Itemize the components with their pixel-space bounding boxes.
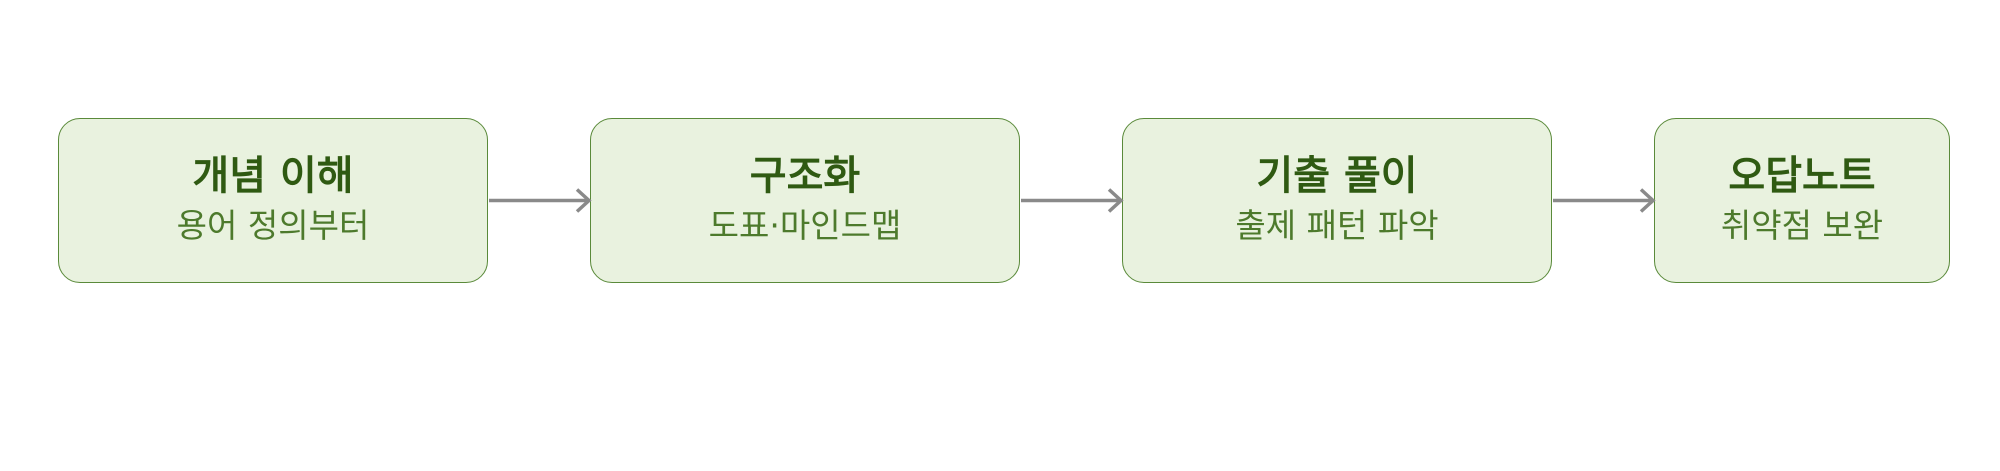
step-box-past-exams: 기출 풀이 출제 패턴 파악 [1122,118,1552,283]
arrow-head-icon [1107,188,1124,213]
arrow-step2-to-step3 [1021,188,1124,213]
step-subtitle: 취약점 보완 [1720,205,1884,245]
step-title: 개념 이해 [192,152,354,199]
step-box-concept: 개념 이해 용어 정의부터 [58,118,488,283]
arrow-head-icon [1639,188,1656,213]
step-title: 기출 풀이 [1256,152,1418,199]
arrow-step1-to-step2 [489,188,592,213]
arrow-head-icon [575,188,592,213]
step-subtitle: 출제 패턴 파악 [1235,205,1439,245]
step-subtitle: 도표·마인드맵 [708,205,902,245]
step-title: 오답노트 [1728,152,1876,199]
step-box-structure: 구조화 도표·마인드맵 [590,118,1020,283]
step-subtitle: 용어 정의부터 [176,205,370,245]
arrow-step3-to-step4 [1553,188,1656,213]
step-title: 구조화 [749,152,861,199]
step-box-wrong-answer-note: 오답노트 취약점 보완 [1654,118,1950,283]
